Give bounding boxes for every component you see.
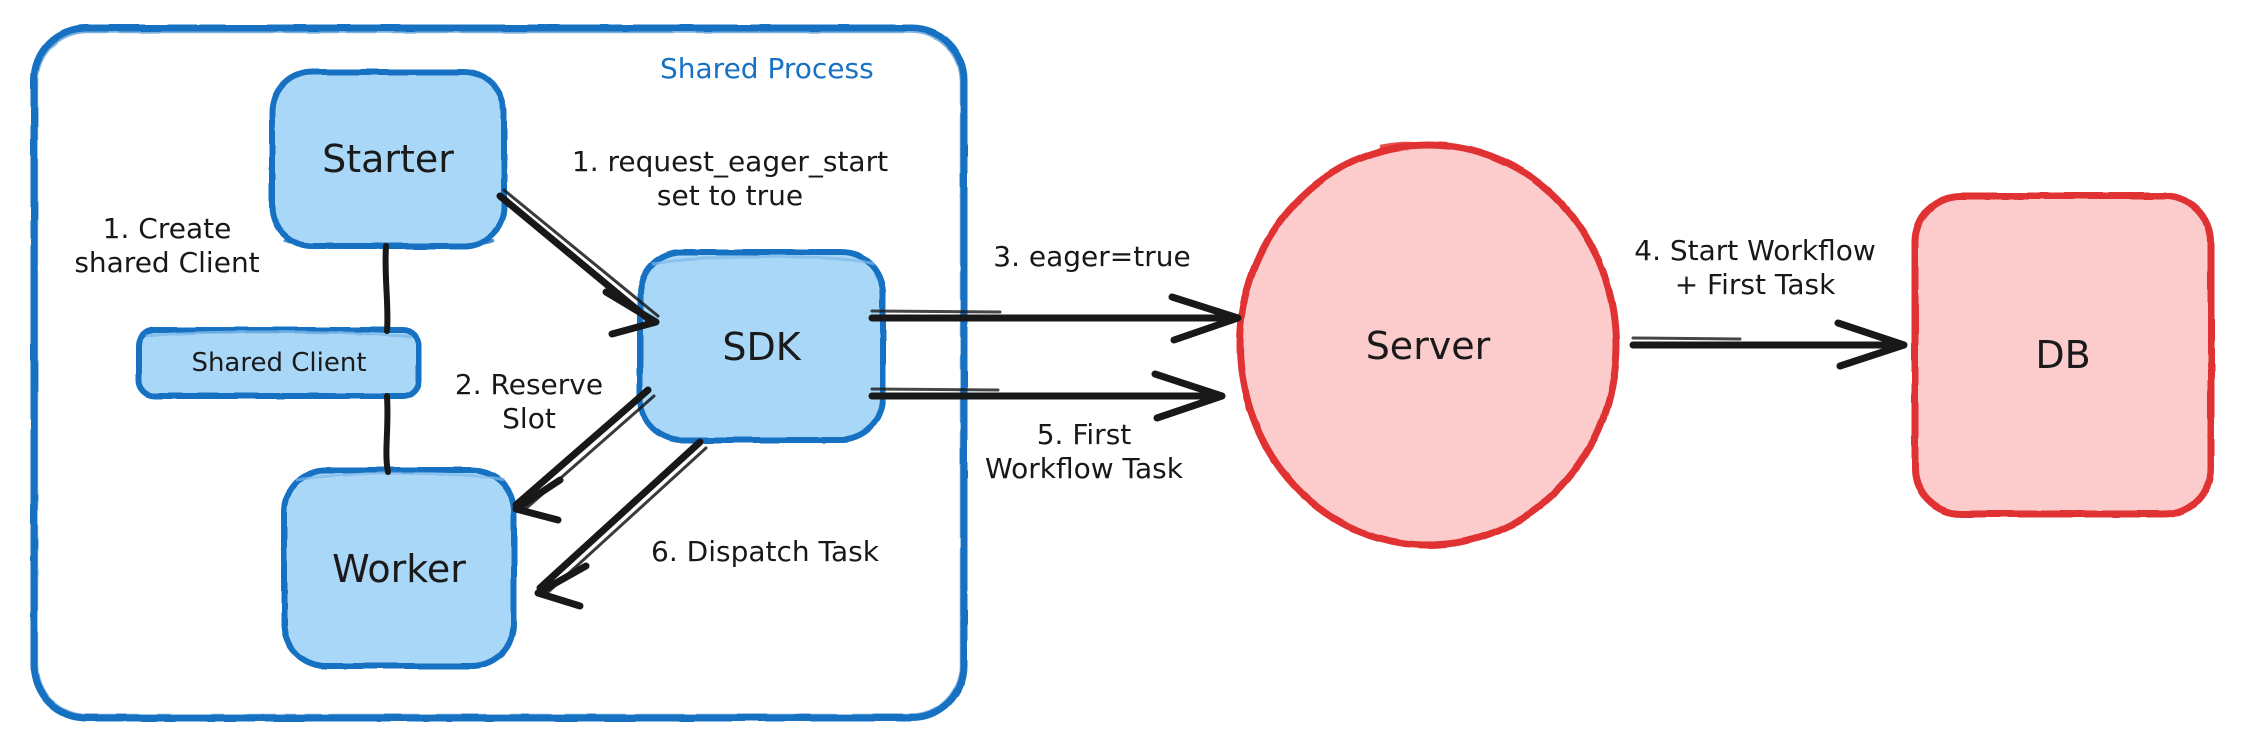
edge-label-line-1: 2. Reserve — [454, 368, 604, 401]
edge-label-eager-true: 3. eager=true — [962, 240, 1222, 274]
edge-server-db-start-workflow — [1629, 319, 1908, 370]
edge-starter-shared-client — [382, 243, 391, 334]
edge-label-line-1: 6. Dispatch Task — [651, 535, 879, 568]
edge-label-line-2: shared Client — [74, 245, 260, 279]
node-sdk-shape — [637, 249, 886, 443]
edge-label-line-1: 1. Create — [102, 212, 232, 245]
edge-label-reserve-slot: 2. Reserve Slot — [434, 368, 624, 435]
shared-process-title: Shared Process — [660, 52, 874, 85]
edge-label-create-shared-client: 1. Create shared Client — [22, 212, 312, 279]
edge-label-first-workflow-task: 5. First Workflow Task — [944, 418, 1224, 485]
edge-sdk-server-eager-true — [868, 293, 1242, 344]
edge-sdk-worker-reserve-slot — [512, 386, 656, 524]
node-server-shape — [1236, 141, 1620, 549]
edge-label-start-workflow-first-task: 4. Start Workflow + First Task — [1600, 234, 1910, 301]
edge-shared-client-worker — [383, 393, 391, 475]
node-shared-client-shape — [136, 327, 422, 399]
edge-label-line-1: 5. First — [1036, 418, 1132, 451]
edge-label-line-2: Slot — [502, 401, 556, 435]
edge-starter-sdk — [496, 188, 660, 338]
edge-label-line-2: Workflow Task — [985, 451, 1183, 485]
edge-label-line-1: 3. eager=true — [993, 240, 1191, 273]
edge-label-request-eager-start: 1. request_eager_start set to true — [530, 145, 930, 212]
node-db-shape — [1911, 192, 2215, 518]
edge-label-dispatch-task: 6. Dispatch Task — [620, 535, 910, 569]
shared-process-container — [30, 24, 968, 722]
edge-label-line-1: 4. Start Workflow — [1634, 234, 1876, 267]
edge-label-line-1: 1. request_eager_start — [571, 145, 889, 178]
edge-sdk-server-first-workflow-task — [868, 370, 1226, 422]
edge-label-line-2: set to true — [656, 178, 804, 212]
edge-label-line-2: + First Task — [1674, 267, 1836, 301]
edge-sdk-worker-dispatch-task — [534, 438, 708, 610]
node-worker-shape — [281, 467, 517, 669]
